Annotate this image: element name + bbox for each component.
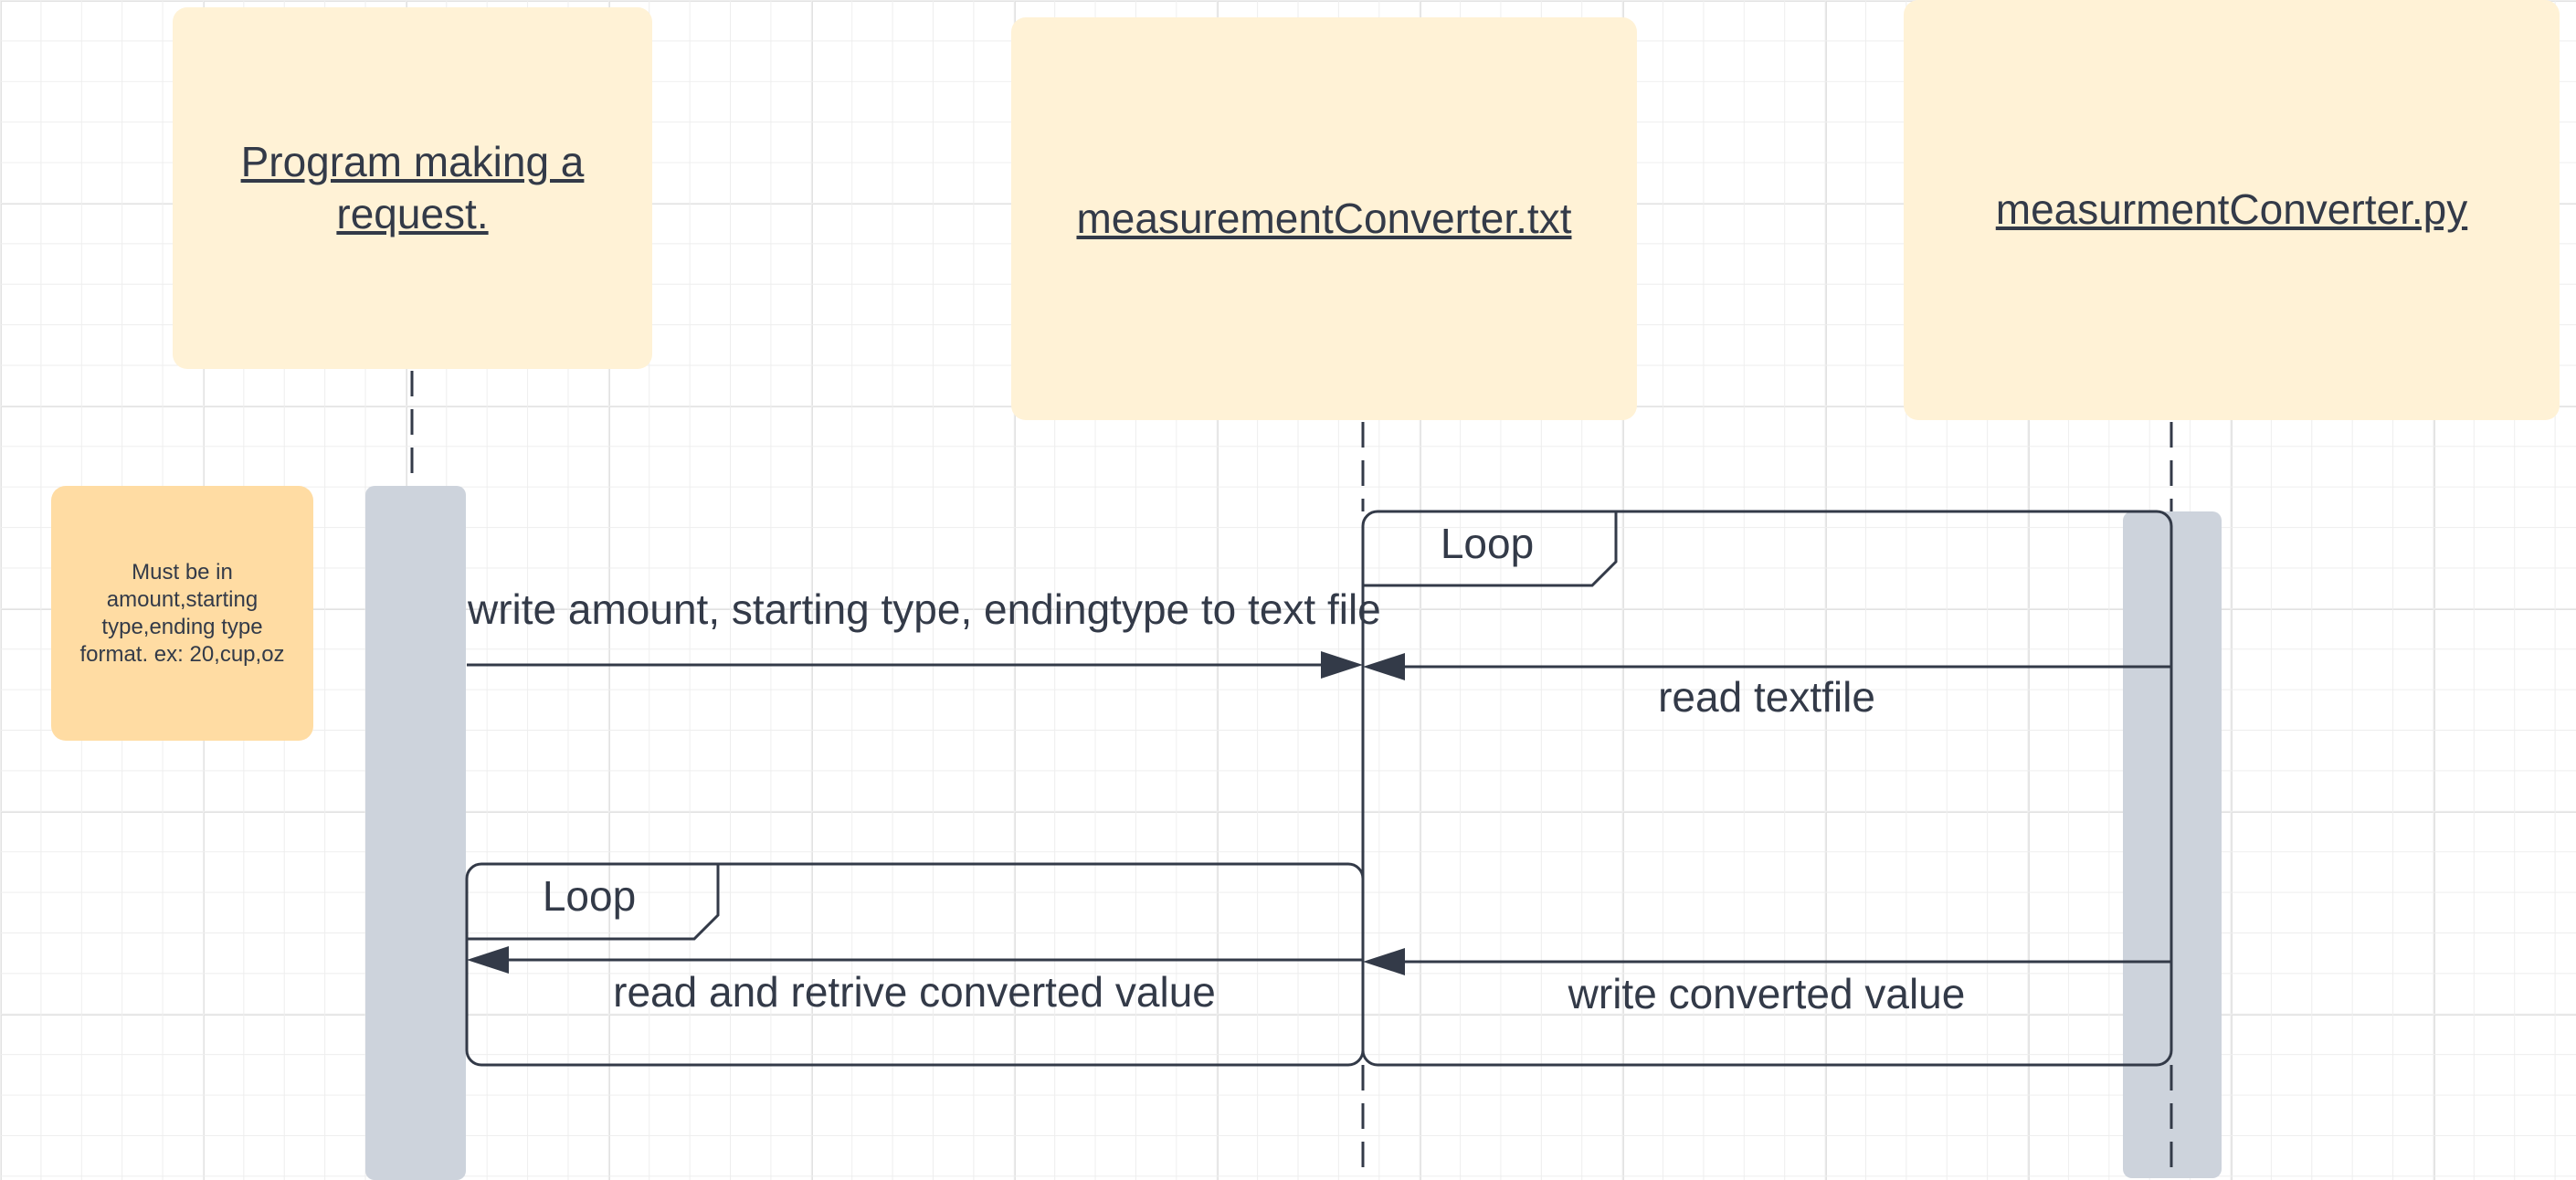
- arrowhead-write-amount: [1321, 651, 1363, 679]
- lifeline-header-txt[interactable]: measurementConverter.txt: [1011, 17, 1637, 420]
- loop-tab-right: [1363, 511, 1618, 587]
- message-label-read-textfile: read textfile: [1658, 673, 1875, 721]
- loop-label-right: Loop: [1440, 520, 1535, 567]
- message-label-write-amount: write amount, starting type, endingtype …: [468, 585, 1381, 633]
- format-note-text: Must be in amount,starting type,ending t…: [79, 559, 285, 667]
- lifeline-header-program[interactable]: Program making a request.: [173, 7, 652, 369]
- loop-label-left: Loop: [542, 872, 637, 920]
- format-note[interactable]: Must be in amount,starting type,ending t…: [51, 486, 313, 741]
- lifeline-title-program: Program making a request.: [240, 137, 585, 238]
- message-label-write-converted: write converted value: [1568, 970, 1966, 1017]
- loop-tab-left: [467, 864, 720, 941]
- lifeline-title-py: measurmentConverter.py: [1995, 185, 2468, 234]
- lifeline-title-txt: measurementConverter.txt: [1076, 194, 1572, 242]
- lifeline-header-py[interactable]: measurmentConverter.py: [1904, 0, 2560, 420]
- loop-frame-right: [1361, 510, 2173, 1067]
- arrowhead-write-converted: [1363, 948, 1405, 975]
- arrowhead-read-textfile: [1363, 653, 1405, 680]
- loop-frame-left: [465, 862, 1365, 1067]
- message-label-read-retrieve: read and retrive converted value: [613, 968, 1216, 1016]
- activation-bar-program[interactable]: [365, 486, 466, 1180]
- arrowhead-read-retrieve: [467, 946, 509, 974]
